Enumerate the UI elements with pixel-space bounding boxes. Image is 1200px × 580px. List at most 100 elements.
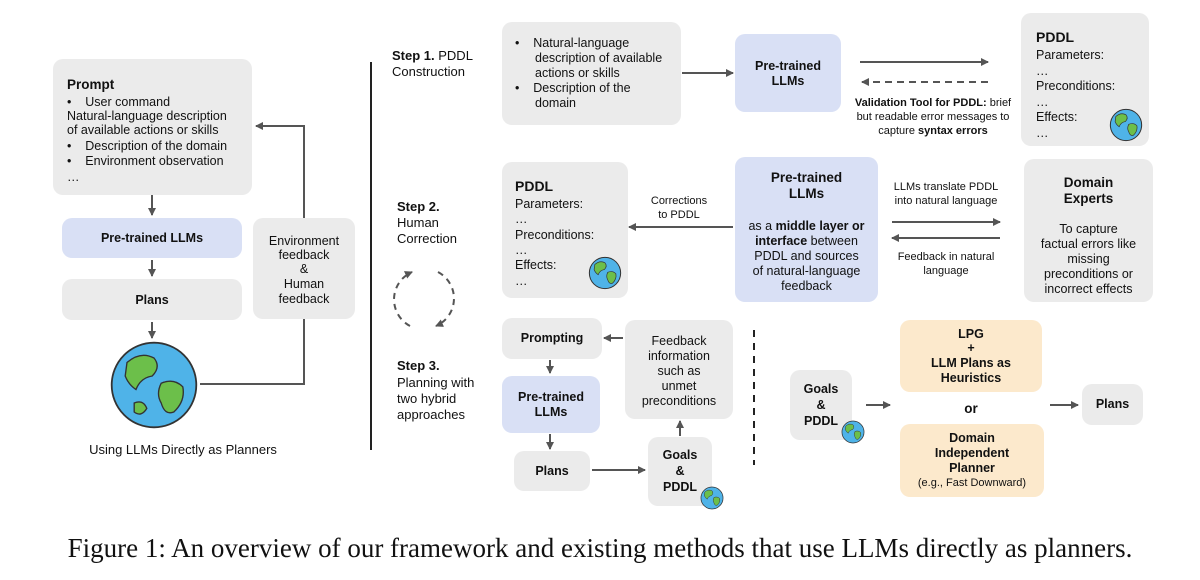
environment-globe-icon: [110, 341, 198, 429]
translate-line-2: into natural language: [894, 195, 998, 207]
right-goals-line-1: Goals: [803, 382, 839, 396]
dip-line-1: Domain: [949, 431, 995, 445]
feedback-info-line-5: preconditions: [641, 394, 717, 408]
step2-pddl-line-6: …: [515, 274, 528, 288]
corrections-line-2: to PDDL: [658, 209, 700, 221]
step2-llm-desc-3: PDDL and sources: [754, 249, 859, 263]
step3-plans-box: [514, 451, 590, 491]
step3-label-line-1: Planning with: [397, 375, 475, 390]
env-feedback-line-5: feedback: [278, 292, 330, 306]
domain-experts-title-1: Domain: [1063, 175, 1114, 190]
step1-llm-line-1: Pre-trained: [755, 59, 821, 73]
left-llm-box: [62, 218, 242, 258]
left-plans-label: Plans: [135, 293, 169, 307]
prompting-box: [502, 318, 602, 359]
corrections-line-1: Corrections: [650, 195, 708, 207]
step2-llm-desc-5: feedback: [781, 279, 832, 293]
feedback-info-line-2: information: [648, 349, 710, 363]
step2-llm-title-2: LLMs: [788, 186, 825, 201]
domain-experts-line-4: preconditions or: [1044, 267, 1133, 281]
step2-pddl-line-5: Effects:: [515, 258, 557, 272]
right-plans-label: Plans: [1095, 397, 1130, 411]
env-feedback-line-1: Environment: [268, 234, 340, 248]
step2-pddl-line-4: …: [515, 243, 528, 257]
step2-llm-title-1: Pre-trained: [770, 170, 843, 185]
right-goals-line-2: &: [816, 398, 826, 412]
step1-llm-box: [735, 34, 841, 112]
lpg-line-2: +: [967, 341, 975, 355]
left-caption: Using LLMs Directly as Planners: [89, 442, 277, 457]
step1-globe-icon: [1109, 108, 1143, 142]
step3-label-line-3: approaches: [397, 407, 465, 422]
env-feedback-line-3: &: [299, 262, 309, 276]
figure-caption: Figure 1: An overview of our framework a…: [67, 533, 1133, 563]
domain-experts-box: [1024, 159, 1153, 302]
domain-experts-line-2: factual errors like: [1040, 237, 1137, 251]
step1-input-line-4: • Description of the: [515, 81, 631, 95]
dip-note: (e.g., Fast Downward): [917, 477, 1027, 489]
step1-input-line-3: actions or skills: [535, 66, 620, 80]
domain-independent-planner-box: [900, 424, 1044, 497]
step1-pddl-line-1: Parameters:: [1036, 48, 1105, 62]
validation-line-1: Validation Tool for PDDL: brief: [854, 97, 1012, 109]
step2-llm-desc-2: interface between: [755, 234, 858, 248]
step1-label-line2: Construction: [392, 64, 465, 79]
prompt-line-6: …: [67, 170, 80, 184]
dip-line-3: Planner: [949, 461, 995, 475]
prompt-line-3: of available actions or skills: [67, 123, 219, 137]
domain-experts-line-5: incorrect effects: [1044, 282, 1133, 296]
lpg-box: [900, 320, 1042, 392]
step3-llm-line-2: LLMs: [534, 405, 568, 419]
validation-line-2: but readable error messages to: [856, 111, 1010, 123]
prompt-line-4: • Description of the domain: [67, 139, 228, 153]
translate-line-1: LLMs translate PDDL: [893, 181, 999, 193]
feedback-info-line-1: Feedback: [651, 334, 707, 348]
step1-input-line-5: domain: [535, 96, 576, 110]
step2-pddl-line-1: Parameters:: [515, 197, 584, 211]
env-feedback-line-2: feedback: [278, 248, 330, 262]
feedback-natural-line-1: Feedback in natural: [897, 251, 995, 263]
step2-llm-desc-1: as a middle layer or: [748, 219, 865, 233]
step1-input-box: [502, 22, 681, 125]
lpg-line-1: LPG: [958, 327, 984, 341]
step1-label: Step 1. PDDL: [392, 48, 473, 63]
lpg-line-3: LLM Plans as: [931, 356, 1011, 370]
lpg-line-4: Heuristics: [940, 371, 1002, 385]
step3-goals-line-2: &: [675, 464, 685, 478]
prompting-label: Prompting: [520, 331, 584, 345]
step1-pddl-line-3: Preconditions:: [1036, 79, 1116, 93]
step2-label-line3: Correction: [397, 231, 457, 246]
step1-input-line-1: • Natural-language: [515, 36, 630, 50]
prompt-title: Prompt: [67, 77, 115, 92]
environment-feedback-box: [253, 218, 355, 319]
right-goals-globe-icon: [841, 420, 865, 444]
step1-pddl-line-2: …: [1036, 64, 1049, 78]
step3-label: Step 3.: [397, 358, 440, 373]
step2-llm-box: [735, 157, 878, 302]
step3-llm-line-1: Pre-trained: [518, 390, 584, 404]
cycle-arrow-left: [393, 271, 413, 327]
step1-input-line-2: description of available: [535, 51, 663, 65]
feedback-info-box: [625, 320, 733, 419]
step1-pddl-line-5: Effects:: [1036, 110, 1078, 124]
step2-pddl-line-2: …: [515, 212, 528, 226]
env-feedback-line-4: Human: [283, 277, 325, 291]
left-plans-box: [62, 279, 242, 320]
step2-label-line2: Human: [397, 215, 439, 230]
dip-line-2: Independent: [934, 446, 1010, 460]
prompt-line-1: • User command: [67, 95, 171, 109]
step2-label: Step 2.: [397, 199, 440, 214]
step2-pddl-line-3: Preconditions:: [515, 228, 595, 242]
step3-goals-line-3: PDDL: [662, 480, 698, 494]
or-label: or: [964, 401, 978, 416]
validation-line-3: capture syntax errors: [878, 125, 988, 137]
domain-experts-line-3: missing: [1067, 252, 1110, 266]
step3-globe-icon: [700, 486, 724, 510]
step1-llm-line-2: LLMs: [771, 74, 805, 88]
step1-pddl-line-6: …: [1036, 126, 1049, 140]
feedback-natural-line-2: language: [923, 265, 969, 277]
step3-label-line-2: two hybrid: [397, 391, 457, 406]
prompt-line-2: Natural-language description: [67, 109, 227, 123]
prompt-box: [53, 59, 252, 195]
feedback-info-line-4: unmet: [661, 379, 697, 393]
